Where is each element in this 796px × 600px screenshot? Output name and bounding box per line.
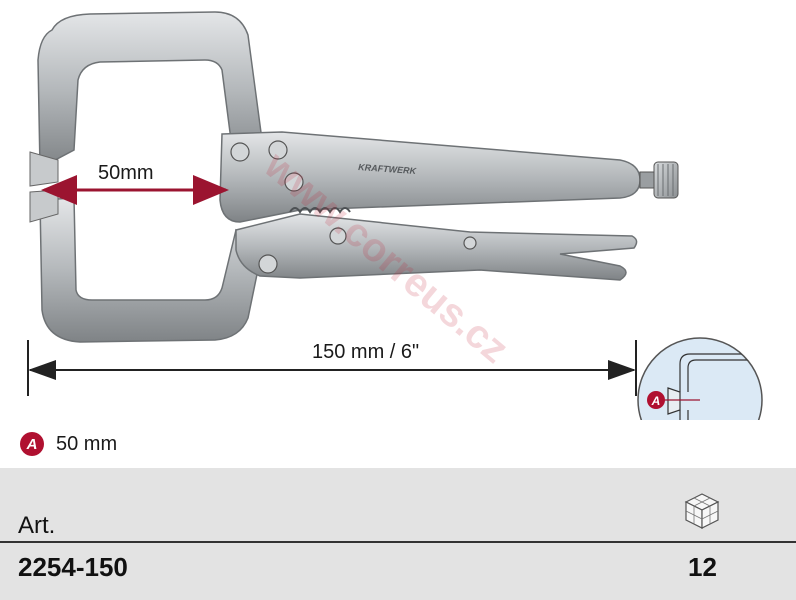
- legend-text: 50 mm: [56, 432, 118, 455]
- legend: A 50 mm: [20, 430, 117, 458]
- rivets: [230, 140, 477, 274]
- box-cube-icon: [684, 493, 720, 529]
- brand-marking: KRAFTWERK: [358, 162, 418, 176]
- svg-text:A: A: [651, 394, 661, 408]
- c-clamp-pliers-illustration: KRAFTWERK www.correus.cz A: [27, 11, 763, 420]
- lower-handle: [235, 207, 638, 281]
- jaw-opening-label: 50mm: [98, 162, 154, 184]
- total-length-label: 150 mm / 6": [312, 341, 420, 363]
- jaw-detail-inset: A: [637, 337, 763, 420]
- c-frame: [29, 11, 263, 343]
- spec-table: Art. 2254-150 12: [0, 468, 796, 600]
- table-divider: [0, 541, 796, 543]
- pack-quantity: 12: [688, 552, 717, 582]
- total-length-dimension: [27, 340, 637, 396]
- legend-badge: A: [20, 432, 44, 456]
- article-number: 2254-150: [18, 552, 128, 582]
- article-header: Art.: [18, 512, 56, 539]
- upper-handle: [219, 131, 679, 223]
